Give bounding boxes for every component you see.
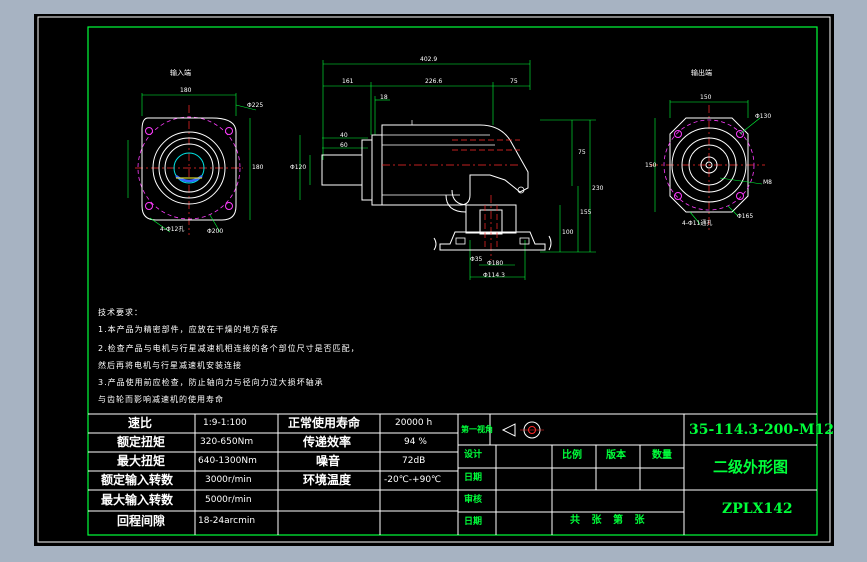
projection-label: 第一视角: [461, 425, 493, 434]
dim-d3: 60: [340, 142, 348, 149]
date-label: 日期: [464, 517, 483, 527]
note-item: 与齿轮而影响减速机的使用寿命: [98, 395, 224, 404]
note-item: 1.本产品为精密部件，应放在干燥的地方保存: [98, 325, 279, 334]
sheets-label: 共 张 第 张: [570, 515, 649, 526]
version-label: 版本: [606, 450, 626, 461]
drawing-canvas: 输入端 输出端 180 Φ225 180 4-Φ12孔 Φ200 402.9 1…: [34, 14, 834, 546]
dim-input-holes: 4-Φ12孔: [160, 226, 185, 233]
input-end-label: 输入端: [170, 69, 191, 77]
dim-output-shaft: M8: [763, 179, 772, 186]
review-label: 审核: [464, 495, 483, 505]
spec-label: 传递效率: [303, 435, 352, 449]
quantity-label: 数量: [652, 450, 672, 461]
design-label: 设计: [464, 450, 483, 460]
dim-output-circle: Φ130: [755, 113, 772, 120]
front-view: [299, 60, 596, 280]
date-label: 日期: [464, 473, 483, 483]
dim-bottom-a: Φ180: [487, 260, 504, 267]
spec-label: 速比: [128, 416, 153, 430]
spec-label: 噪音: [316, 454, 341, 468]
dim-left-part: 161: [342, 78, 354, 85]
spec-label: 额定扭矩: [117, 435, 166, 449]
spec-label: 最大输入转数: [101, 493, 174, 507]
spec-value: 72dB: [402, 456, 426, 466]
part-number: 35-114.3-200-M12: [689, 422, 834, 438]
dim-total: 402.9: [420, 56, 438, 63]
input-end-view: [127, 93, 257, 235]
note-item: 3.产品使用前应检查，防止轴向力与径向力过大损坏轴承: [98, 378, 324, 387]
note-item: 2.检查产品与电机与行星减速机相连接的各个部位尺寸是否匹配，: [98, 344, 360, 353]
dim-output-width: 150: [700, 94, 712, 101]
spec-value: -20℃-+90℃: [384, 475, 442, 485]
spec-value: 5000r/min: [205, 495, 252, 505]
dim-bottom-b: Φ114.3: [483, 272, 505, 279]
dim-h2: 230: [592, 185, 604, 192]
spec-value: 3000r/min: [205, 475, 252, 485]
table-grid: [88, 413, 817, 535]
dim-h3: 155: [580, 209, 592, 216]
scale-label: 比例: [562, 450, 582, 461]
spec-value: 1:9-1:100: [203, 418, 247, 428]
model-number: ZPLX142: [722, 501, 793, 517]
inner-border: [87, 26, 818, 536]
spec-value: 320-650Nm: [200, 437, 254, 447]
dim-input-bolt-circle: Φ200: [207, 228, 224, 235]
spec-value: 20000 h: [395, 418, 433, 428]
dim-h1: 75: [578, 149, 586, 156]
spec-label: 回程间隙: [117, 514, 166, 528]
note-item: 然后再将电机与行星减速机安装连接: [98, 361, 242, 370]
dim-input-height: 180: [252, 164, 264, 171]
dim-middle: 226.6: [425, 78, 443, 85]
dim-output-bolt-circle: Φ165: [737, 213, 754, 220]
spec-label: 正常使用寿命: [288, 416, 361, 430]
outer-border: [37, 16, 831, 543]
spec-label: 额定输入转数: [101, 473, 174, 487]
dim-h4: 100: [562, 229, 574, 236]
dim-input-width: 180: [180, 87, 192, 94]
dim-shaft: Φ120: [290, 164, 307, 171]
spec-label: 最大扭矩: [117, 454, 166, 468]
spec-value: 18-24arcmin: [198, 516, 256, 526]
dim-output-height: 150: [645, 162, 657, 169]
dim-d2: 40: [340, 132, 348, 139]
dim-right-part: 75: [510, 78, 518, 85]
dim-bottom-c: Φ35: [470, 256, 483, 263]
drawing-name: 二级外形图: [713, 458, 789, 476]
projection-symbol: [501, 421, 544, 439]
dim-input-circle: Φ225: [247, 102, 264, 109]
output-end-label: 输出端: [691, 69, 712, 77]
spec-value: 640-1300Nm: [198, 456, 257, 466]
dim-d1: 18: [380, 94, 388, 101]
drawing-svg: [37, 16, 831, 543]
dim-output-holes: 4-Φ11通孔: [682, 220, 713, 227]
spec-value: 94 %: [404, 437, 427, 447]
notes-title: 技术要求：: [98, 308, 143, 317]
spec-label: 环境温度: [303, 473, 352, 487]
output-end-view: [650, 100, 765, 230]
